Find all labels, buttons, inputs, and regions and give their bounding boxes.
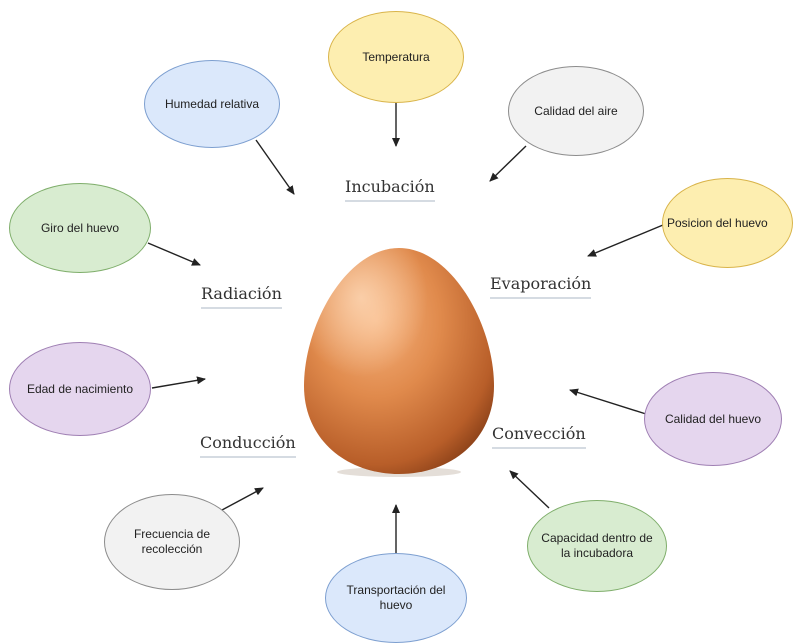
arrow-calidad-huevo: [570, 390, 646, 414]
label-incubacion: Incubación: [345, 177, 435, 202]
bubble-calidad-huevo: Calidad del huevo: [644, 372, 782, 466]
bubble-giro-huevo: Giro del huevo: [9, 183, 151, 273]
arrow-capacidad: [510, 471, 549, 508]
label-radiacion: Radiación: [201, 284, 282, 309]
label-conveccion: Convección: [492, 424, 586, 449]
bubble-calidad-huevo-text: Calidad del huevo: [665, 412, 761, 427]
egg-image: [301, 246, 497, 478]
label-evaporacion: Evaporación: [490, 274, 591, 299]
bubble-capacidad-incubadora: Capacidad dentro de la incubadora: [527, 500, 667, 592]
bubble-temperatura: Temperatura: [328, 11, 464, 103]
bubble-frecuencia-recoleccion: Frecuencia de recolección: [104, 494, 240, 590]
arrow-humedad: [256, 140, 294, 194]
bubble-calidad-aire: Calidad del aire: [508, 66, 644, 156]
bubble-transportacion-text: Transportación del huevo: [340, 583, 452, 613]
bubble-posicion-text: Posicion del huevo: [667, 216, 768, 231]
arrow-edad: [152, 379, 205, 388]
bubble-posicion-huevo: Posicion del huevo: [662, 178, 793, 268]
arrow-calidad-aire: [490, 146, 526, 181]
bubble-calidad-aire-text: Calidad del aire: [534, 104, 617, 119]
bubble-giro-text: Giro del huevo: [41, 221, 119, 236]
label-conduccion: Conducción: [200, 433, 296, 458]
bubble-humedad-text: Humedad relativa: [165, 97, 259, 112]
arrow-giro: [148, 243, 200, 265]
egg-highlight: [304, 248, 494, 474]
bubble-transportacion-huevo: Transportación del huevo: [325, 553, 467, 643]
bubble-edad-nacimiento: Edad de nacimiento: [9, 342, 151, 436]
bubble-humedad-relativa: Humedad relativa: [144, 60, 280, 148]
bubble-temperatura-text: Temperatura: [362, 50, 429, 65]
arrow-frecuencia: [222, 488, 263, 510]
bubble-edad-text: Edad de nacimiento: [27, 382, 133, 397]
arrow-posicion: [588, 225, 663, 256]
bubble-capacidad-text: Capacidad dentro de la incubadora: [540, 531, 654, 561]
bubble-frecuencia-text: Frecuencia de recolección: [123, 527, 221, 557]
